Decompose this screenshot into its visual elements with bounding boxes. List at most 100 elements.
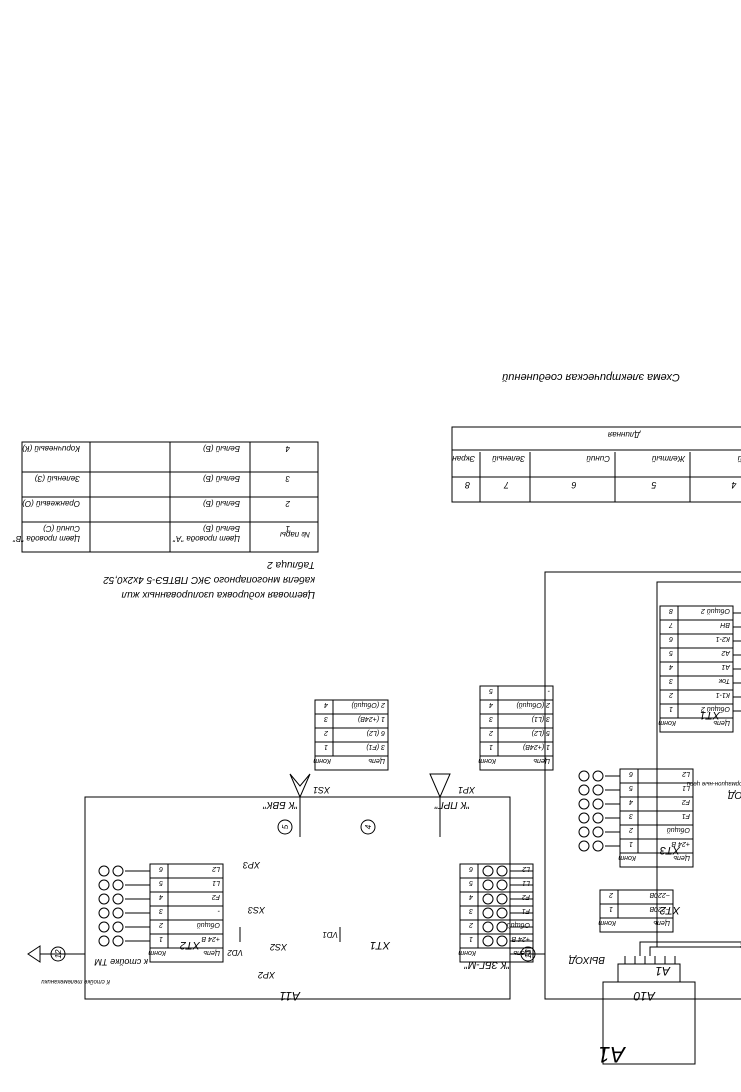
xt1-a11-block-contact-number: 3 — [469, 907, 473, 914]
xt1-a1-block-header-tsep: Цепь — [713, 719, 730, 726]
xt3-a1-terminal-marker — [592, 826, 604, 838]
xs1-block-circuit-label: 6 (L2) — [367, 729, 385, 736]
a10-label: A10 — [633, 989, 656, 1003]
xt1-a1-block-cont-cell — [659, 675, 679, 691]
vd1-label: VD1 — [322, 930, 338, 939]
xt1-a11-terminal-marker — [496, 879, 508, 891]
xs1-block-circuit-label: 2 (Общий) — [351, 701, 386, 709]
cable-marker-13-number: 13 — [524, 949, 533, 958]
xt1-a1-block-contact-number: 4 — [669, 663, 673, 670]
xt2-a11-block-contact-number: 6 — [159, 865, 163, 872]
xt2-a11-block-header-tsep: Цепь — [203, 949, 220, 956]
table1-long: Длинная — [607, 430, 641, 439]
xt1-a11-terminal-marker — [482, 893, 494, 905]
xt3-a1-block-cont-cell — [619, 824, 639, 840]
xs1-block-header-kont: Конт — [313, 757, 331, 764]
table1-wire-number: 8 — [465, 480, 470, 490]
xs1-block-contact-number: 1 — [324, 743, 328, 750]
xt1-a11-terminal-marker — [482, 907, 494, 919]
xt1-a11-block-circuit-label: F1 — [522, 907, 530, 914]
xs1-label: XS1 — [313, 785, 331, 795]
xt1-a1-block-contact-number: 1 — [669, 705, 673, 712]
xt3-a1-block-circuit-label: Общий — [667, 826, 690, 834]
xt3-a1-block-circuit-label: F1 — [682, 812, 690, 819]
a11-box — [84, 796, 511, 1000]
xt3-a1-block-circuit-label: F2 — [682, 798, 690, 805]
xt2-a11-block-contact-number: 5 — [159, 879, 163, 886]
xt1-a1-block-contact-number: 5 — [669, 649, 673, 656]
xt2-a11-block-circuit-label: L1 — [212, 879, 220, 886]
xs1-block-circuit-cell — [332, 699, 389, 715]
xs1-block-cont-cell — [314, 741, 334, 757]
xt3-a1-block-cont-cell — [619, 796, 639, 812]
xt2-a1-block-contact-number: 1 — [609, 905, 613, 912]
table2-color-b: Коричневый (К) — [22, 444, 80, 453]
xt1-a1-block-circuit-label: А1 — [721, 663, 731, 670]
xt2-a11-block-cont-cell — [149, 933, 169, 949]
cable-marker-5-number: 5 — [281, 824, 290, 829]
xt1-a1-block-circuit-label: А2 — [721, 649, 731, 656]
xt2-a1-block-cont-cell — [599, 903, 619, 919]
xt3-a1-terminal-marker — [578, 784, 590, 796]
xp1-block-cont-cell — [479, 699, 499, 715]
xt3-a1-block-circuit-label: L2 — [682, 770, 690, 777]
k-bvk-label: "К БВК" — [263, 799, 298, 810]
xt1-a11-block-cont-cell — [459, 863, 479, 879]
xt1-a11-block-cont-cell — [459, 919, 479, 935]
xt1-a11-terminal-marker — [496, 935, 508, 947]
cable-marker-13 — [520, 946, 536, 962]
table2-header-b: Цвет провода "В" — [12, 534, 80, 543]
xt1-a11-terminal-marker — [482, 879, 494, 891]
table1-wire-number: 6 — [571, 480, 576, 490]
xt1-a11-block-cont-cell — [459, 933, 479, 949]
xs1-block-cont-cell — [314, 699, 334, 715]
xt1-a11-block-header-kont: Конт — [458, 949, 476, 956]
xt2-a1-block-circuit-cell — [617, 889, 674, 905]
xt3-a1-block-contact-number: 6 — [629, 770, 633, 777]
xt1-a1-block-cont-cell — [659, 661, 679, 677]
xt3-label: XT3 — [659, 844, 681, 856]
xt2-a11-block-cont-cell — [149, 891, 169, 907]
k-zbgm-label: "К ЗБГ-М" — [464, 959, 510, 970]
xt2-a11-terminal-marker — [112, 907, 124, 919]
xt2-a11-block-cont-cell — [149, 877, 169, 893]
xt1-a11-block-contact-number: 4 — [469, 893, 473, 900]
xt1-a11-terminal-marker — [482, 921, 494, 933]
xt2-a11-terminal-marker — [98, 865, 110, 877]
xt3-a1-block-contact-number: 2 — [629, 826, 634, 833]
table2-color-b: Оранжевый (О) — [22, 499, 80, 508]
table2-color-a: Белый (Б) — [203, 444, 240, 453]
table2-pair-number: 3 — [285, 474, 290, 483]
table2-pair-number: 2 — [285, 499, 291, 508]
vd2-label: VD2 — [227, 948, 243, 957]
table2-caption-2: кабеля многопарного ЭКС ПВТБЭ-5 4х2х0,52 — [103, 574, 315, 586]
table1-wire-color: Красный — [737, 454, 741, 463]
xt1-a11-block-circuit-label: F2 — [522, 893, 530, 900]
xt2-a1-block-circuit-label: ~220В — [649, 905, 670, 912]
xt3-a1-block-circuit-cell — [637, 768, 694, 784]
xt2-a11-label: XT2 — [180, 939, 201, 951]
xt2-a11-terminal-marker — [112, 865, 124, 877]
xt3-a1-terminal-marker — [592, 770, 604, 782]
xt2-a11-block-circuit-label: F2 — [212, 893, 220, 900]
xs1-block-circuit-label: 1 (+24В) — [358, 715, 385, 722]
xt2-a11-block-circuit-label: L2 — [212, 865, 220, 872]
xt2-a1-block-header-kont: Конт — [598, 919, 616, 926]
xp1-block-circuit-label: 5 (L2) — [532, 729, 550, 736]
xt2-label: XT2 — [660, 904, 681, 916]
xt2-a11-terminal-marker — [112, 893, 124, 905]
a1-label: A1 — [598, 1042, 627, 1067]
xp1-block-contact-number: 5 — [489, 687, 493, 694]
table1-wire-color: Зеленый — [492, 454, 525, 463]
table1-wire-color: Синий — [586, 454, 610, 463]
a1-inner-box — [656, 581, 741, 948]
xt3-a1-terminal-marker — [578, 826, 590, 838]
xt3-a1-terminal-marker — [592, 840, 604, 852]
xt3-a1-block-cont-cell — [619, 810, 639, 826]
xt1-a11-block-cont-cell — [459, 891, 479, 907]
table2-pair-number: 1 — [286, 524, 290, 533]
xt3-a1-block-circuit-label: L1 — [682, 784, 690, 791]
xt2-a11-block-circuit-label: - — [217, 907, 220, 914]
